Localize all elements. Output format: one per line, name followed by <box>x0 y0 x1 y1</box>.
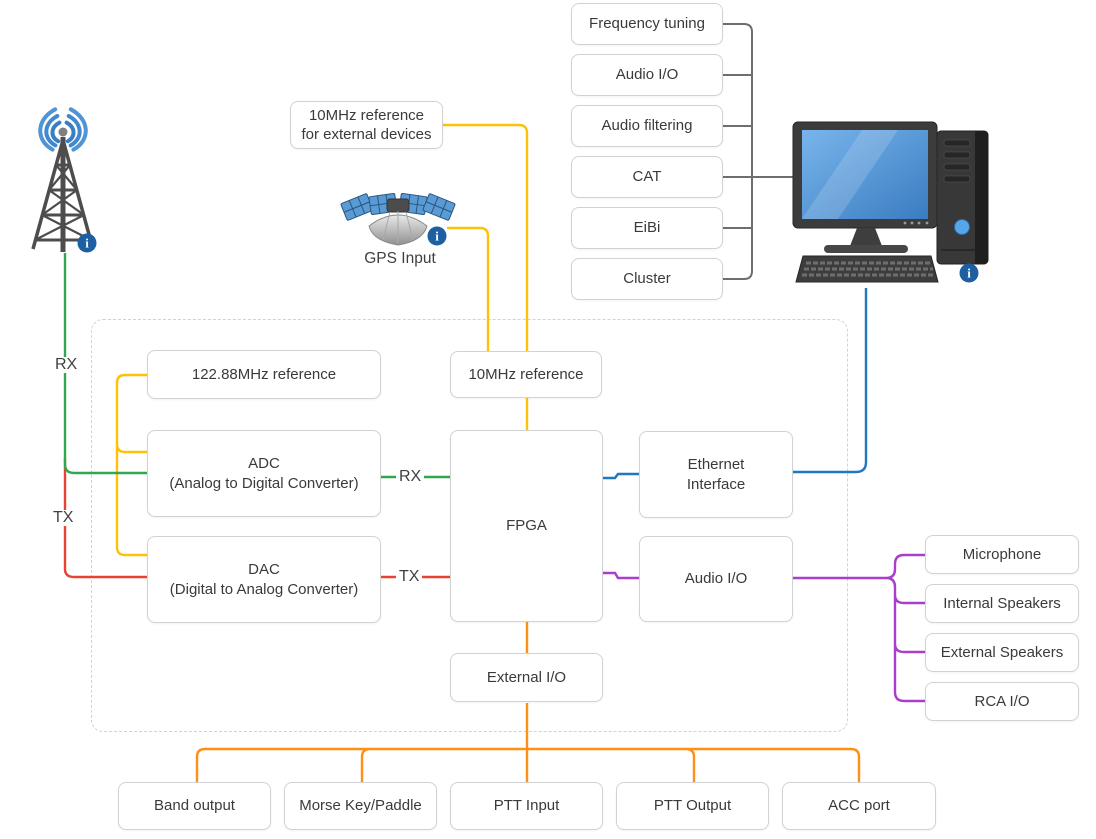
ethernet-wire-pc <box>793 288 868 474</box>
node-microphone: Microphone <box>925 535 1079 574</box>
antenna-info-icon[interactable]: i <box>77 233 97 253</box>
svg-text:i: i <box>435 229 439 244</box>
pc-bus-wire-stubs <box>723 74 795 229</box>
rx-wire-antenna <box>63 253 147 475</box>
audio-wire-devices <box>793 553 925 703</box>
node-external-speakers: External Speakers <box>925 633 1079 672</box>
io-wire-extio-ports <box>195 703 861 782</box>
antenna-icon: i <box>31 107 97 253</box>
pc-bus-wire-outer <box>723 23 753 280</box>
node-ptt-output: PTT Output <box>616 782 769 830</box>
rx-label-antenna: RX <box>52 357 81 373</box>
node-ethernet-interface: Ethernet Interface <box>639 431 793 518</box>
clock-wire-122-to-adc-dac <box>115 373 147 557</box>
node-external-io: External I/O <box>450 653 603 702</box>
node-122mhz-reference: 122.88MHz reference <box>147 350 381 399</box>
pc-bus-wires <box>723 23 795 280</box>
tx-wire-antenna <box>63 458 147 579</box>
node-10mhz-reference: 10MHz reference <box>450 351 602 398</box>
rx-label-fpga: RX <box>396 469 425 485</box>
node-audio-io: Audio I/O <box>639 536 793 622</box>
node-dac: DAC (Digital to Analog Converter) <box>147 536 381 623</box>
node-eibi: EiBi <box>571 207 723 249</box>
ethernet-wire-fpga <box>603 472 639 480</box>
gps-satellite-icon: i <box>340 192 456 246</box>
ethernet-wires <box>603 288 868 480</box>
computer-info-icon[interactable]: i <box>959 263 979 283</box>
external-io-wires <box>195 622 861 782</box>
node-pc-audio-io: Audio I/O <box>571 54 723 96</box>
svg-text:i: i <box>967 266 971 281</box>
node-rca-io: RCA I/O <box>925 682 1079 721</box>
node-morse-key: Morse Key/Paddle <box>284 782 437 830</box>
node-frequency-tuning: Frequency tuning <box>571 3 723 45</box>
node-cat: CAT <box>571 156 723 198</box>
svg-text:i: i <box>85 236 89 251</box>
node-fpga: FPGA <box>450 430 603 622</box>
node-external-10mhz-reference: 10MHz reference for external devices <box>290 101 443 149</box>
clock-wires <box>115 123 529 557</box>
radio-enclosure-outline <box>91 319 848 732</box>
clock-wire-gps <box>447 226 490 351</box>
node-cluster: Cluster <box>571 258 723 300</box>
node-ptt-input: PTT Input <box>450 782 603 830</box>
audio-wire-fpga <box>603 571 639 580</box>
node-adc: ADC (Analog to Digital Converter) <box>147 430 381 517</box>
tx-label-antenna: TX <box>50 510 77 526</box>
node-audio-filtering: Audio filtering <box>571 105 723 147</box>
node-acc-port: ACC port <box>782 782 936 830</box>
gps-input-label: GPS Input <box>364 250 436 267</box>
gps-info-icon[interactable]: i <box>427 226 447 246</box>
node-internal-speakers: Internal Speakers <box>925 584 1079 623</box>
tx-label-fpga: TX <box>396 569 423 585</box>
node-band-output: Band output <box>118 782 271 830</box>
audio-wires <box>603 553 925 703</box>
clock-wire-external-ref <box>443 123 529 351</box>
computer-icon: i <box>792 121 989 283</box>
